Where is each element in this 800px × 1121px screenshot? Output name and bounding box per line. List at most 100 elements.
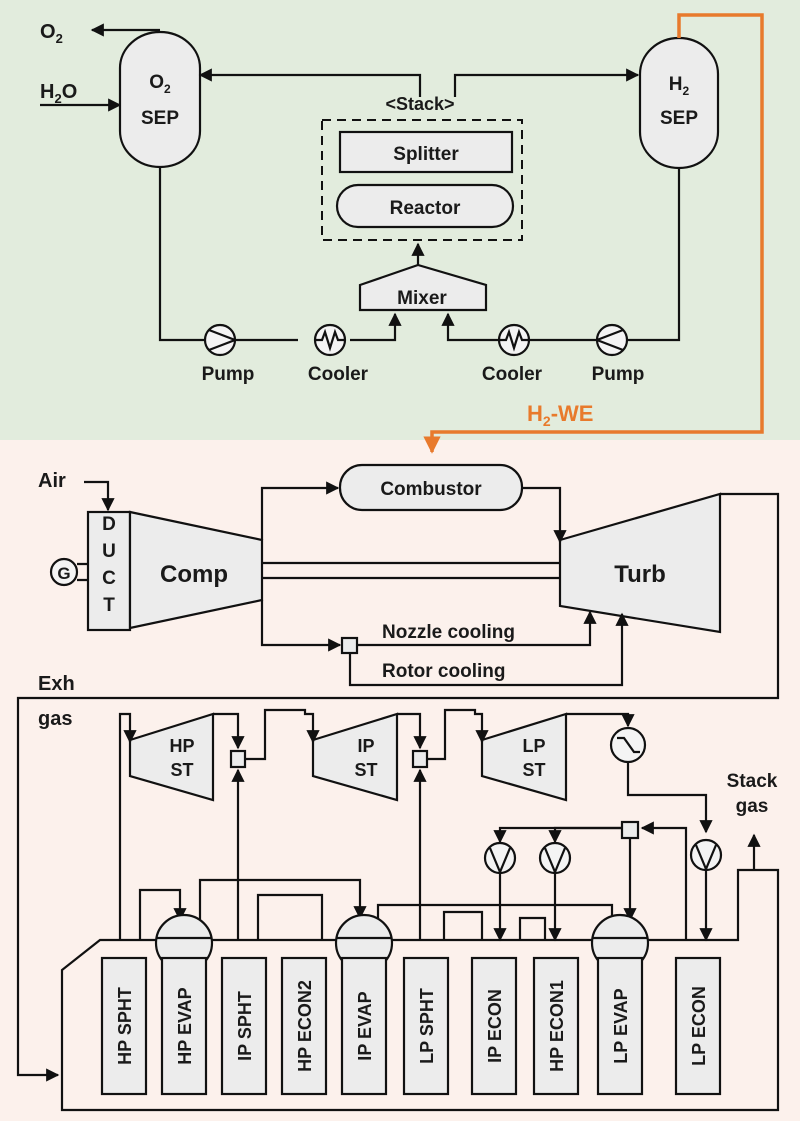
ip-steam-turbine: [311, 712, 399, 802]
hrsg-section-box: [402, 956, 450, 1096]
splitter-to-hp-pump-line: [548, 826, 622, 844]
left-pump-symbol: [208, 328, 239, 352]
turbine-label: Turb: [614, 561, 666, 588]
condenser-to-lp-pump-line: [626, 762, 713, 834]
left-cooler-label: Cooler: [308, 364, 369, 385]
right-cooler-coil: [500, 328, 528, 352]
lp-econ-to-splitter-line: [640, 821, 688, 940]
lp-steam-turbine: [480, 712, 568, 802]
duct-letter: T: [103, 595, 115, 616]
o2-separator-label-bottom: SEP: [141, 108, 179, 129]
hrsg-section-label: HP EVAP: [175, 987, 195, 1064]
hrsg-section-label: HP ECON1: [547, 980, 567, 1072]
generator-symbol: G: [57, 564, 70, 583]
hrsg-section-label: LP EVAP: [611, 988, 631, 1063]
hrsg-section-box: [340, 956, 388, 1096]
air-inlet-label: Air: [38, 470, 66, 492]
hrsg-section-label: IP ECON: [485, 989, 505, 1063]
left-cooler-coil: [316, 328, 344, 352]
hp-steam-turbine-label-line2: ST: [170, 760, 193, 780]
o2-separator-label-top: O2: [149, 72, 171, 96]
stack-to-o2-sep-line: [198, 68, 422, 97]
o2-outlet-label: O2: [40, 21, 63, 46]
compressor-label: Comp: [160, 561, 228, 588]
duct-letter: U: [102, 541, 116, 562]
hp-steam-inlet-line: [118, 712, 137, 940]
hp-steam-turbine-label-line1: HP: [169, 736, 194, 756]
splitter-block: [338, 130, 514, 174]
h2-separator-vessel: [638, 36, 720, 170]
compressor-to-combustor-line: [260, 481, 340, 540]
reactor-block: [335, 183, 515, 229]
right-cooler-icon: [497, 323, 531, 357]
condenser-coil: [617, 736, 640, 754]
hrsg-section-box: [470, 956, 518, 1096]
nozzle-cooling-label: Nozzle cooling: [382, 622, 515, 643]
lp-steam-turbine-label-line2: ST: [522, 760, 545, 780]
ip-econ-cross-line: [442, 910, 484, 940]
stack-label: <Stack>: [385, 94, 454, 114]
hp-econ1-cross-line: [518, 916, 547, 940]
hp-econ2-cross-line: [256, 893, 324, 940]
rotor-cooling-line: [348, 612, 629, 687]
duct-letter: D: [102, 514, 116, 535]
exhaust-gas-line: [16, 492, 780, 1082]
lp-exhaust-line: [566, 712, 635, 728]
lp-steam-inlet-line: [427, 708, 489, 761]
h2-separator-label-bottom: SEP: [660, 108, 698, 129]
lp-steam-turbine-label-line1: LP: [522, 736, 545, 756]
ip-steam-inlet-line: [245, 708, 320, 761]
hrsg-section-label: LP ECON: [689, 986, 709, 1066]
o2-sep-drain-line: [158, 167, 298, 342]
ip-steam-turbine-label-line2: ST: [354, 760, 377, 780]
turbine-block: [558, 492, 722, 634]
duct-letter: C: [102, 568, 116, 589]
hrsg-section-box: [220, 956, 268, 1096]
h2o-inlet-label: H2O: [40, 81, 77, 106]
lp-feed-pump-symbol: [694, 844, 718, 872]
exhaust-label-line2: gas: [38, 708, 72, 730]
left-cooler-to-mixer-line: [350, 312, 402, 342]
right-cooler-to-mixer-line: [441, 312, 498, 342]
hrsg-section-label: IP SPHT: [235, 991, 255, 1061]
ip-drum-cross-line: [376, 903, 614, 920]
lp-feed-pump-icon: [689, 838, 723, 872]
hrsg-section-box: [160, 956, 208, 1096]
hp-reheat-mixer: [229, 749, 247, 769]
hp-exhaust-line: [213, 712, 245, 750]
hp-steam-turbine: [128, 712, 215, 802]
rotor-cooling-label: Rotor cooling: [382, 661, 505, 682]
combustor-to-turbine-line: [522, 486, 567, 544]
hrsg-section-label: LP SPHT: [417, 988, 437, 1064]
feedwater-splitter: [620, 820, 640, 840]
nozzle-cooling-line: [357, 610, 597, 647]
splitter-label: Splitter: [393, 144, 459, 165]
h2-we-label: H2-WE: [527, 401, 593, 429]
hrsg-section-box: [532, 956, 580, 1096]
stack-gas-label-line1: Stack: [727, 771, 778, 792]
right-cooler-label: Cooler: [482, 364, 543, 385]
hrsg-section-box: [674, 956, 722, 1096]
hp-feed-pump-icon: [538, 841, 572, 875]
hrsg-section-box: [596, 956, 644, 1096]
left-pump-label: Pump: [202, 364, 255, 385]
hp-spht-to-evap-line: [138, 888, 187, 940]
h2-sep-drain-line: [628, 168, 681, 342]
hrsg-section-box: [100, 956, 148, 1096]
hrsg-section-label: HP SPHT: [115, 987, 135, 1065]
right-pump-label: Pump: [592, 364, 645, 385]
hp-drum-cross-line: [198, 878, 367, 920]
cooling-bleed-line: [260, 600, 342, 652]
ip-feed-pump-symbol: [488, 847, 512, 875]
left-cooler-icon: [313, 323, 347, 357]
stack-boundary: [321, 119, 523, 241]
cooling-splitter: [340, 636, 359, 655]
hrsg-section-box: [280, 956, 328, 1096]
stack-to-h2-sep-line: [453, 68, 640, 97]
h2-separator-label-top: H2: [669, 74, 690, 98]
right-pump-symbol: [593, 328, 624, 352]
stack-gas-label-line2: gas: [736, 796, 769, 817]
